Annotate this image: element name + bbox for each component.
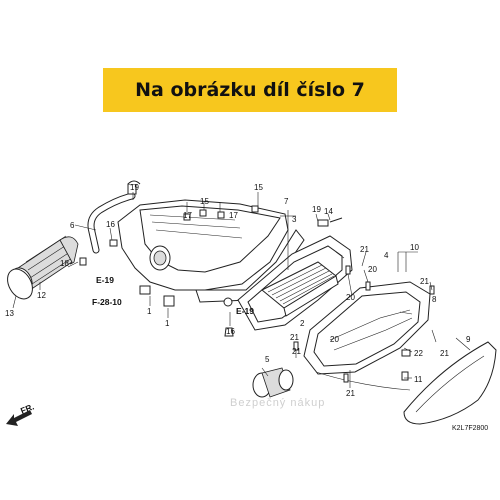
callout-14: 14 [324,207,333,216]
diagram-code: K2L7F2800 [452,425,488,432]
callout-22: 22 [414,349,423,358]
callout-numbers: 19 6 18 16 13 12 17 15 17 15 7 19 14 3 1… [5,183,471,398]
banner-title: Na obrázku díl číslo 7 [135,79,365,101]
callout-9: 9 [466,335,471,344]
callout-5: 5 [265,355,270,364]
ref-e19-center: E-19 [236,306,254,316]
air-cleaner-cover-part[interactable] [303,281,431,391]
callout-20-b: 20 [346,293,355,302]
callout-21-c: 21 [440,349,449,358]
air-cleaner-case-part[interactable] [117,199,305,307]
side-cover-part[interactable] [403,341,497,425]
callout-12: 12 [37,291,46,300]
callout-19: 19 [130,183,139,192]
callout-10: 10 [410,243,419,252]
callout-21-b: 21 [420,277,429,286]
callout-20: 20 [368,265,377,274]
callout-6: 6 [70,221,75,230]
intake-duct-part[interactable] [2,235,79,303]
leader-lines [12,192,471,388]
callout-11: 11 [414,375,423,384]
callout-1: 1 [147,307,152,316]
front-arrow-icon: FR. [6,401,35,426]
callout-21-d: 21 [346,389,355,398]
callout-7: 7 [284,197,289,206]
title-banner: Na obrázku díl číslo 7 [103,68,397,112]
callout-21-e: 21 [292,347,301,356]
filter-element-part[interactable] [261,261,339,317]
callout-2: 2 [300,319,305,328]
hardware-parts [79,180,435,383]
callout-21-f: 21 [290,333,299,342]
callout-17-b: 17 [229,211,238,220]
callout-16-b: 16 [226,327,235,336]
callout-4: 4 [384,251,389,260]
ref-f2810: F-28-10 [92,297,122,307]
watermark-text: Bezpečný nákup [230,397,325,409]
callout-19-b: 19 [312,205,321,214]
callout-18: 18 [60,259,69,268]
callout-16: 16 [106,220,115,229]
callout-17: 17 [183,211,192,220]
callout-3: 3 [292,215,297,224]
front-label: FR. [19,401,35,415]
callout-1-b: 1 [165,319,170,328]
callout-13: 13 [5,309,14,318]
callout-20-c: 20 [330,335,339,344]
callout-15-b: 15 [254,183,263,192]
callout-21: 21 [360,245,369,254]
callout-8: 8 [432,295,437,304]
connecting-tube-part[interactable] [252,367,294,398]
ref-e19-left: E-19 [96,275,114,285]
callout-15: 15 [200,197,209,206]
